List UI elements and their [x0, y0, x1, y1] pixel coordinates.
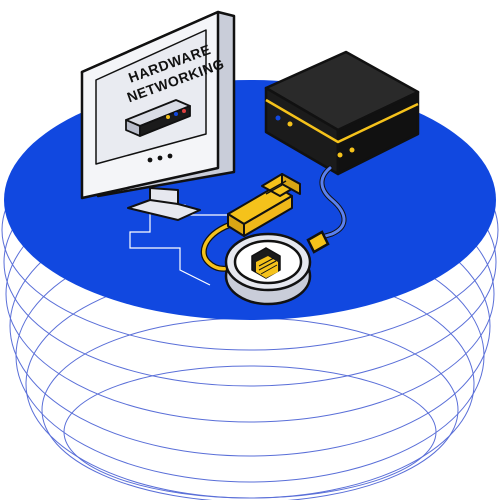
- monitor-indicator-dot: [147, 157, 153, 163]
- router-box-icon: [264, 50, 420, 176]
- ethernet-plug-icon: [227, 173, 301, 237]
- router-light: [287, 121, 293, 127]
- monitor-icon: [80, 10, 236, 200]
- router-light: [349, 147, 355, 153]
- router-light: [275, 115, 281, 121]
- monitor-indicator-dot: [167, 153, 173, 159]
- monitor-stand: [127, 187, 201, 221]
- router-light: [337, 152, 343, 158]
- screen-device-icon: [125, 99, 191, 137]
- network-cable-inner: [310, 166, 346, 242]
- ethernet-port-icon: [224, 230, 330, 306]
- monitor-indicator-dot: [157, 155, 163, 161]
